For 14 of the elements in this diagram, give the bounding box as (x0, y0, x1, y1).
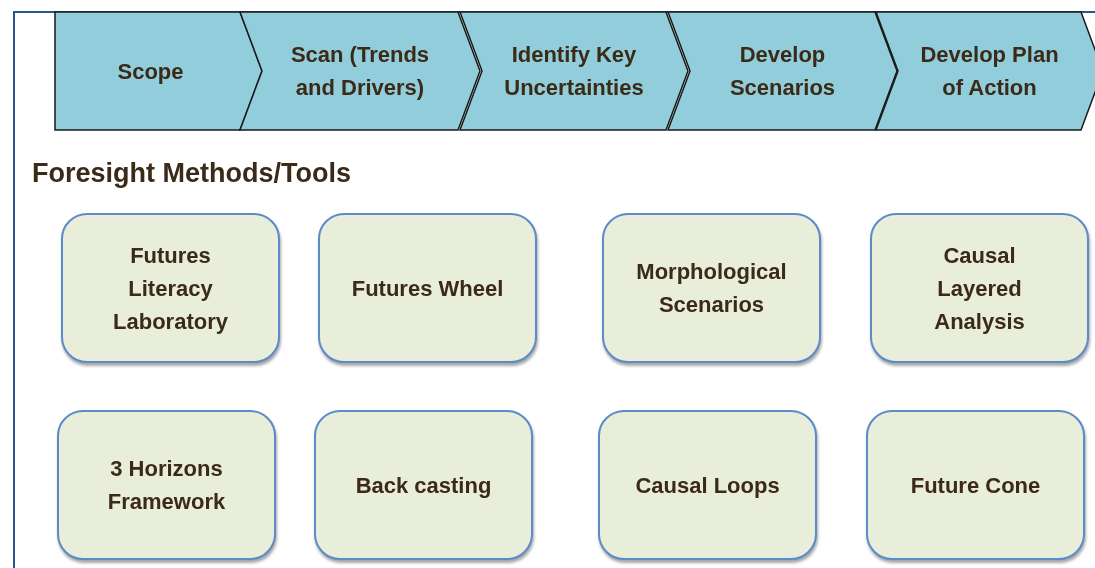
method-box: Morphological Scenarios (602, 213, 821, 363)
method-box: Future Cone (866, 410, 1085, 560)
method-box: 3 Horizons Framework (57, 410, 276, 560)
method-box: Futures Wheel (318, 213, 537, 363)
method-box: Causal Loops (598, 410, 817, 560)
process-step: Identify Key Uncertainties (460, 12, 688, 130)
process-step: Scan (Trends and Drivers) (240, 12, 480, 130)
section-heading: Foresight Methods/Tools (32, 158, 351, 189)
process-step: Scope (55, 12, 262, 130)
method-box: Causal Layered Analysis (870, 213, 1089, 363)
method-box: Back casting (314, 410, 533, 560)
process-step: Develop Scenarios (668, 12, 897, 130)
method-box: Futures Literacy Laboratory (61, 213, 280, 363)
process-step: Develop Plan of Action (876, 12, 1095, 130)
